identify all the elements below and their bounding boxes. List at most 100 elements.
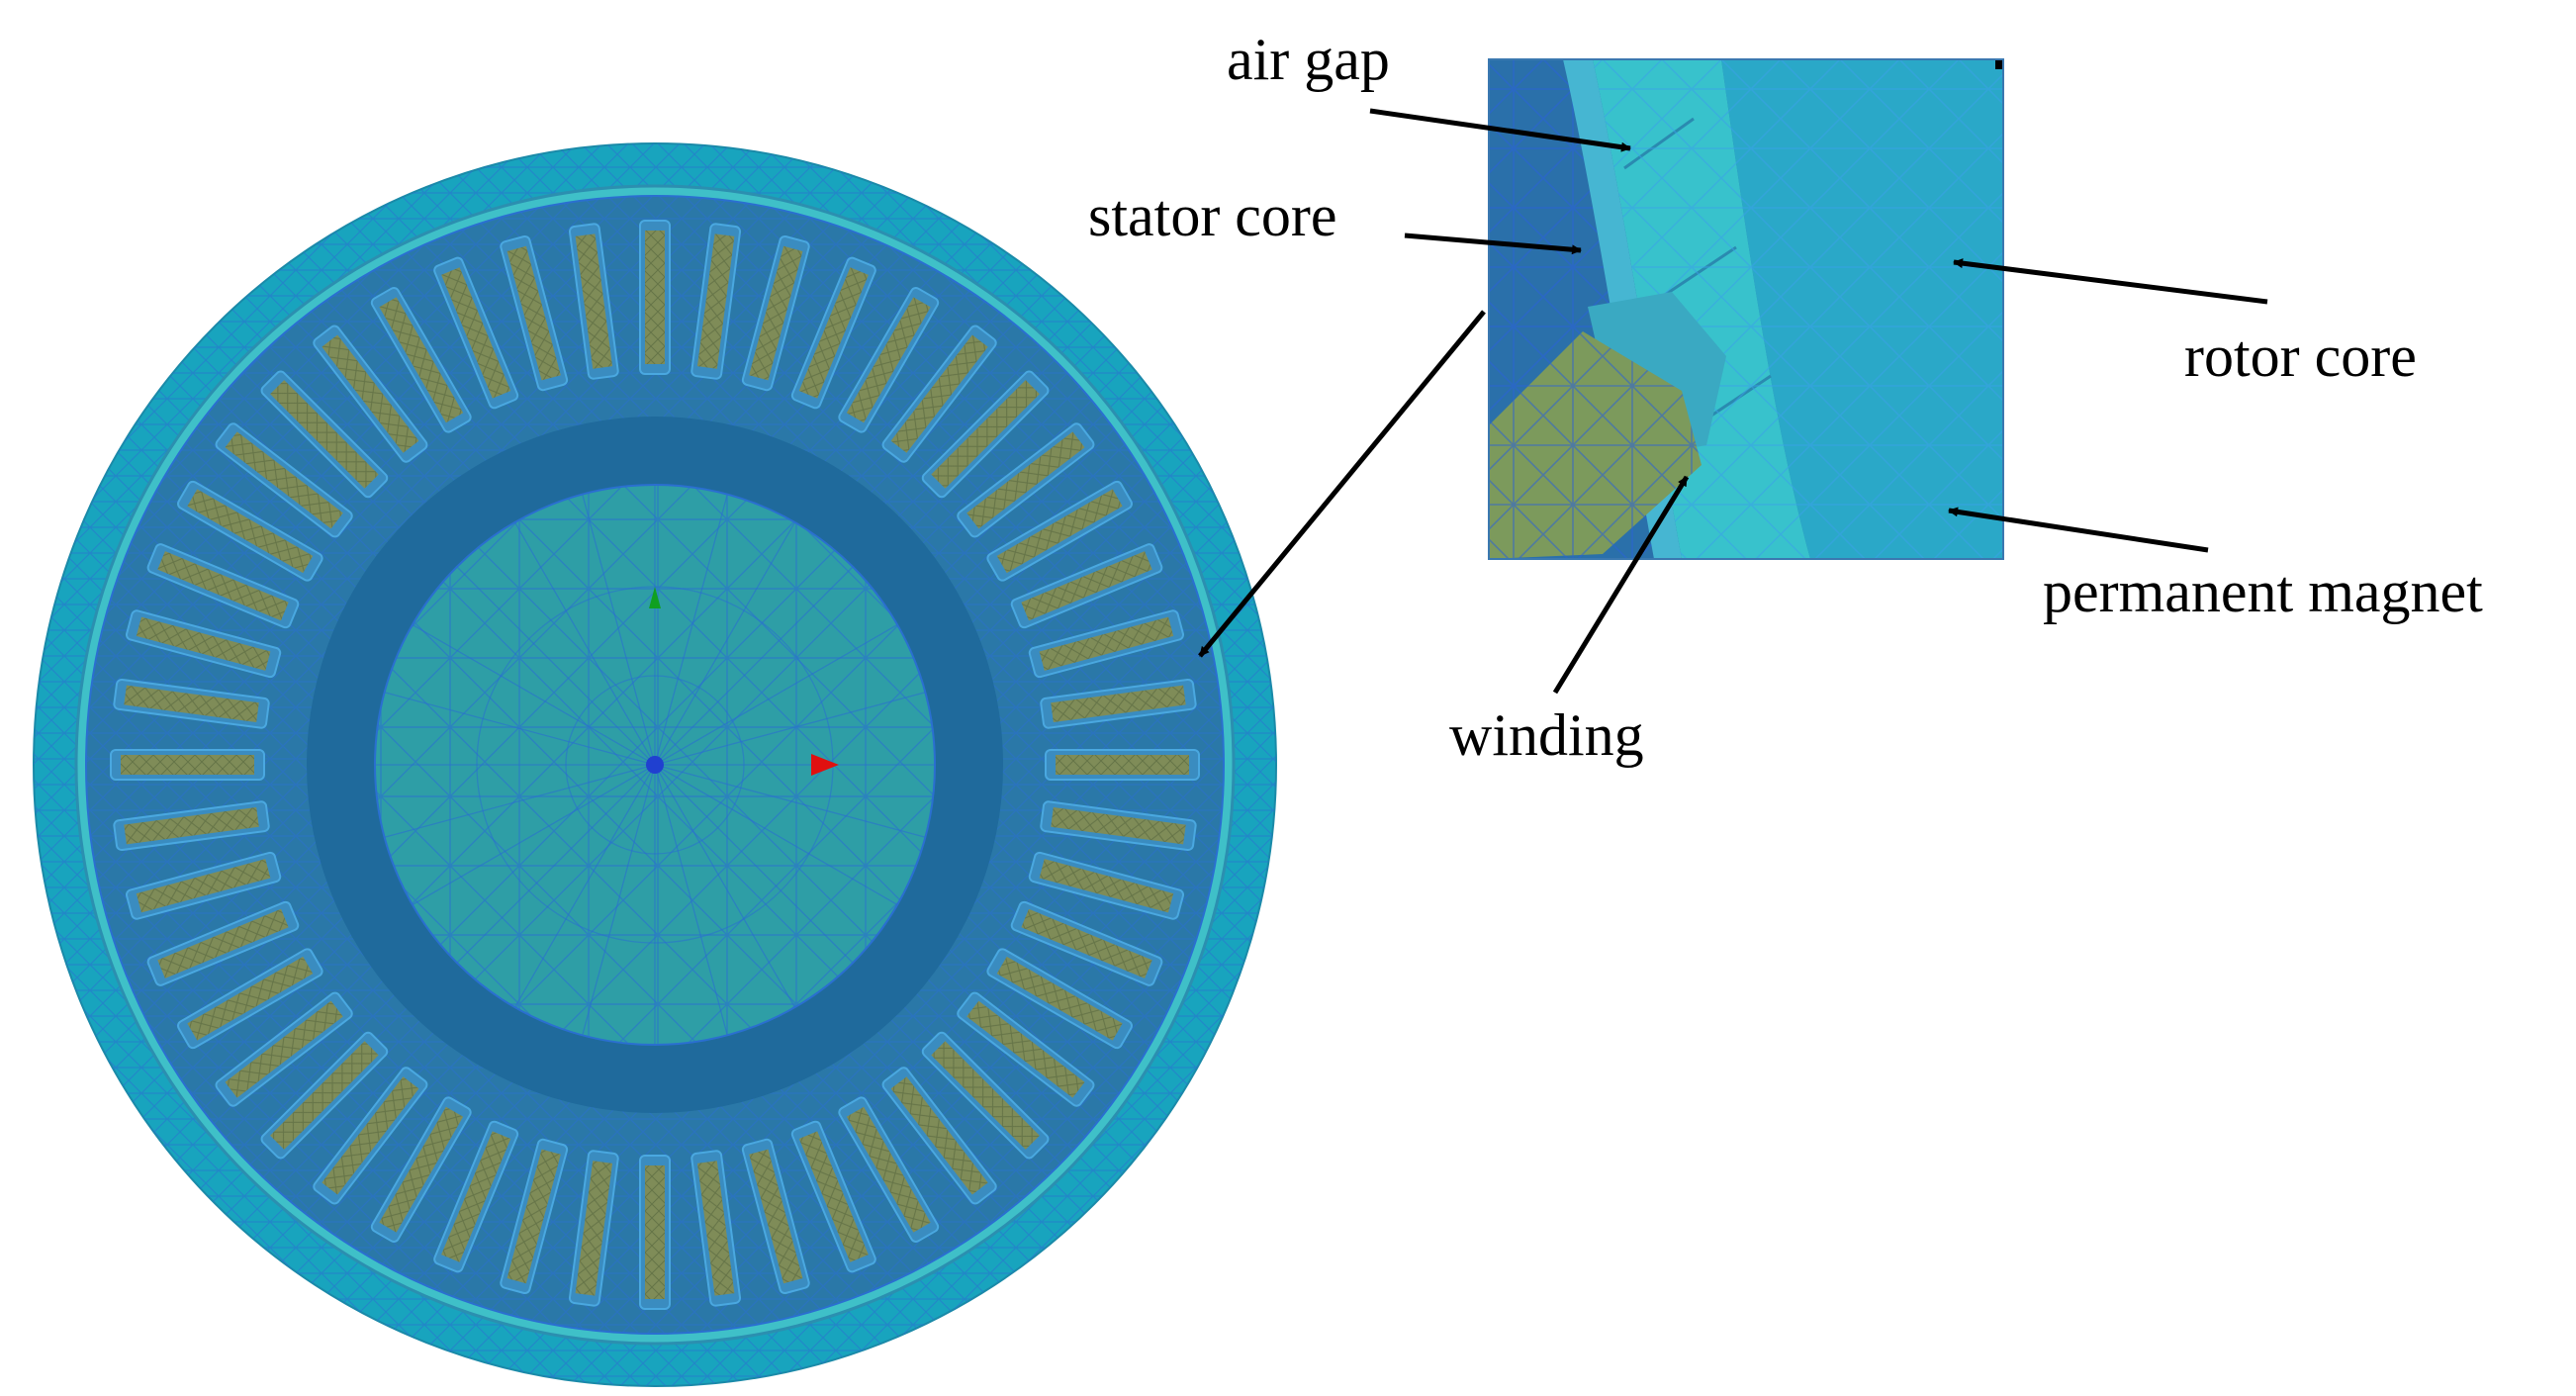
slot-winding-mesh [846,1106,931,1233]
rotor-mesh-spoke [654,764,796,1008]
rotor-mesh-spoke [412,764,656,906]
slot-winding-mesh [966,1000,1085,1098]
slot-winding-mesh [931,380,1040,489]
winding-slot [568,1150,619,1307]
winding-slot [500,1138,569,1295]
winding-slot [177,948,323,1050]
winding-slot [639,220,671,375]
slot-winding-mesh [225,1000,343,1098]
x-axis-arrow-icon [811,754,839,776]
winding-slot [1028,851,1185,920]
slot-winding-mesh [575,1161,613,1296]
slot-winding-mesh [379,1106,464,1233]
slot-winding-mesh [966,431,1085,529]
rotor-mesh-spoke [582,764,656,1036]
inset-magnet-mesh [1593,59,1810,559]
winding-slot [986,480,1133,582]
label-stator-core: stator core [1088,183,1337,248]
winding-slot [741,1138,810,1295]
rotor-mesh-spoke [654,764,926,838]
winding-slot [433,256,519,410]
winding-slot [639,1155,671,1310]
slot-winding-mesh [270,1041,379,1150]
slot-winding-mesh [1051,806,1186,845]
winding-slot [790,256,876,410]
winding-slots [110,220,1200,1310]
slot-winding-mesh [136,859,271,913]
winding-slot [1028,609,1185,679]
winding-slot [313,1067,428,1205]
slot-winding-mesh [846,297,931,423]
slot-winding-mesh [1021,551,1152,621]
zoom-inset [1489,59,2003,559]
slot-winding-mesh [441,1131,511,1262]
slot-winding-mesh [322,1076,419,1195]
winding-slot [370,287,472,433]
label-permanent-magnet: permanent magnet [2043,559,2483,624]
rotor-mesh-spoke [654,764,898,906]
winding-slot [690,223,742,380]
slot-winding-mesh [506,1149,561,1284]
winding-slot [741,234,810,392]
winding-slot [370,1096,472,1243]
arrow-stator-core [1404,233,1582,255]
label-winding: winding [1449,702,1644,768]
slot-winding-mesh [696,233,735,369]
slot-winding-mesh [124,806,259,845]
slot-winding-mesh [157,551,289,621]
rotor-mesh-spoke [582,494,656,766]
rotor-mesh-ring [565,675,745,855]
slot-winding-mesh [645,231,665,364]
winding-slot [110,749,265,781]
winding-slot [215,991,353,1107]
rotor-mesh-spoke [654,764,728,1036]
y-axis-arrow-icon [649,587,661,608]
slot-winding-mesh [441,267,511,399]
inset-rotor-mesh [1721,59,2003,559]
label-rotor-core: rotor core [2184,324,2417,389]
slot-winding-mesh [225,431,343,529]
slot-winding-mesh [1039,616,1174,671]
slot-winding-mesh [996,489,1123,574]
slot-winding-mesh [270,380,379,489]
winding-slot [1010,543,1163,629]
slot-winding-mesh [322,334,419,453]
slot-winding-mesh [1051,685,1186,723]
slot-winding-mesh [1039,859,1174,913]
rotor-mesh-spoke [456,566,656,766]
slot-winding-mesh [749,245,803,381]
slot-winding-mesh [890,334,988,453]
winding-slot [986,948,1133,1050]
slot-winding-mesh [379,297,464,423]
winding-slot [790,1120,876,1273]
rotor-mesh-spoke [513,521,656,766]
winding-slot [838,1096,940,1243]
arrow-winding [1552,475,1690,695]
inset-corner-mark [1995,59,2003,69]
rotor-mesh-spoke [456,764,656,964]
axis-origin-icon [646,756,664,774]
rotor-mesh-spoke [654,494,728,766]
slot-winding-mesh [157,908,289,978]
slot-winding-mesh [749,1149,803,1284]
motor-cross-section [33,142,1277,1387]
rotor-mesh-spoke [654,521,796,766]
rotor-mesh-spoke [513,764,656,1008]
winding-slot [1010,900,1163,986]
inset-border [1488,58,2004,560]
winding-slot [1045,749,1200,781]
winding-slot [177,480,323,582]
winding-slot [881,1067,997,1205]
winding-slot [1040,678,1197,729]
winding-slot [146,543,300,629]
winding-slot [957,422,1095,538]
slot-winding-mesh [645,1165,665,1299]
winding-slot [125,851,282,920]
rotor-mesh-spoke [654,764,854,964]
winding-slot [113,678,270,729]
slot-winding-mesh [1021,908,1152,978]
winding-slot [433,1120,519,1273]
slot-winding-mesh [506,245,561,381]
